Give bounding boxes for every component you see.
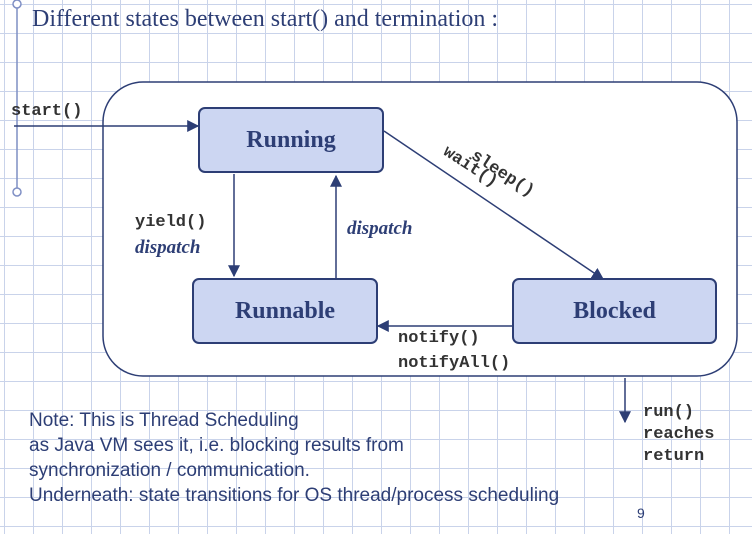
label-dispatch-left: dispatch	[135, 237, 201, 258]
label-run-exit: run() reaches return	[643, 402, 714, 468]
note-line: Note: This is Thread Scheduling	[29, 410, 299, 431]
note-line: as Java VM sees it, i.e. blocking result…	[29, 435, 404, 456]
label-run-exit-line: return	[643, 447, 705, 466]
state-blocked: Blocked	[512, 278, 717, 344]
page-number: 9	[637, 505, 645, 521]
label-notify: notify()	[398, 329, 480, 348]
label-dispatch-right: dispatch	[347, 218, 413, 239]
note-line: synchronization / communication.	[29, 460, 310, 481]
margin-dot-bottom	[12, 187, 22, 197]
label-start: start()	[11, 102, 83, 121]
note-line: Underneath: state transitions for OS thr…	[29, 485, 560, 506]
state-runnable: Runnable	[192, 278, 378, 344]
margin-dot-top	[12, 0, 22, 9]
arrow-running-to-blocked	[383, 130, 604, 280]
label-yield: yield()	[135, 213, 207, 232]
label-notify-all: notifyAll()	[398, 354, 511, 373]
label-run-exit-line: reaches	[643, 425, 715, 444]
note-text: Note: This is Thread Scheduling as Java …	[29, 408, 669, 508]
margin-decoration	[12, 0, 22, 197]
label-run-exit-line: run()	[643, 403, 695, 422]
state-running: Running	[198, 107, 384, 173]
slide-title: Different states between start() and ter…	[32, 6, 499, 32]
